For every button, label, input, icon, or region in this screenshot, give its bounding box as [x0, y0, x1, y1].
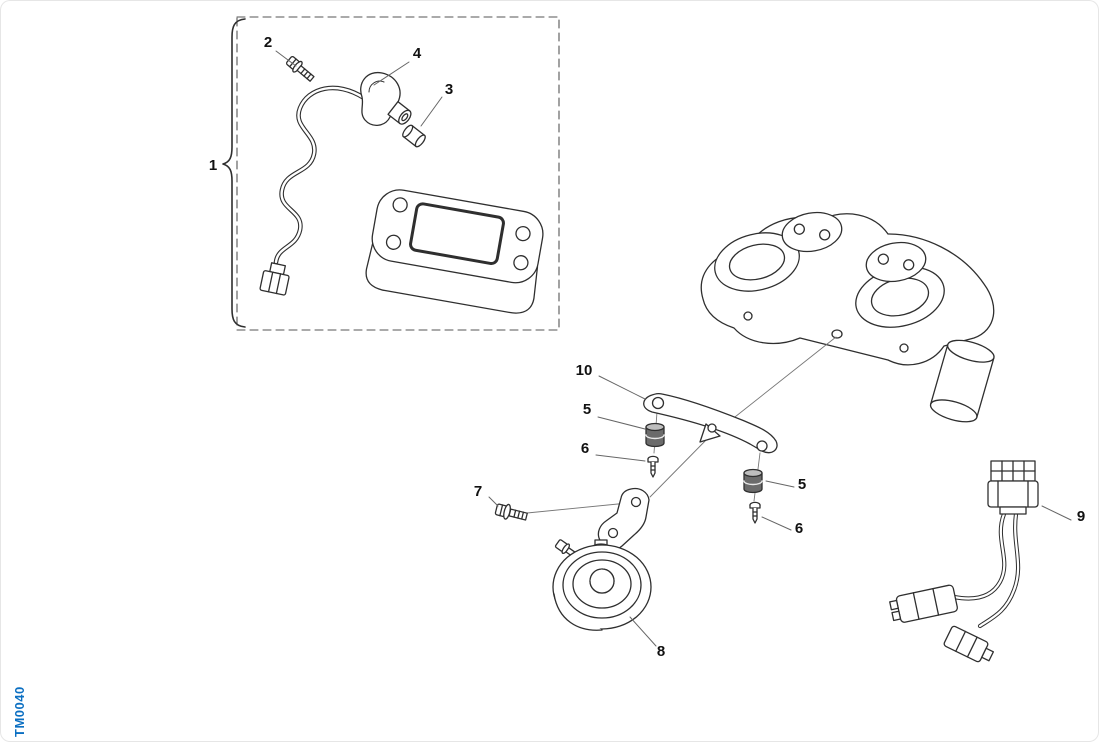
- clamp-mount-hole: [831, 329, 843, 339]
- bushing-part-3: [402, 124, 426, 148]
- harness-wires: [951, 511, 1021, 629]
- callout-6a: 6: [581, 440, 589, 457]
- callout-10: 10: [576, 362, 593, 379]
- speed-sensor-part-4: [360, 71, 412, 126]
- assembly-alignment-lines: [526, 336, 837, 514]
- callout-9: 9: [1077, 508, 1085, 525]
- triple-clamp: [700, 211, 995, 423]
- harness-connector-end: [943, 625, 995, 663]
- kit-boundary-box: [236, 16, 560, 331]
- callout-8: 8: [657, 643, 665, 660]
- bolt-part-7: [494, 503, 528, 521]
- instrument-display: [365, 189, 544, 314]
- support-bracket-assembly: [494, 336, 837, 552]
- callout-leader-lines: [275, 50, 1072, 647]
- cluster-kit-group: [222, 16, 560, 331]
- callout-5b: 5: [798, 476, 806, 493]
- harness-connector-top: [987, 460, 1039, 515]
- callout-1: 1: [209, 157, 217, 174]
- wiring-harness-part-9: [889, 460, 1039, 663]
- instrument-bracket-part-10: [643, 392, 778, 454]
- cluster-cable-connector: [259, 262, 290, 296]
- harness-connector-mid: [889, 584, 958, 623]
- fork-tube-stub: [929, 339, 995, 423]
- horn-part-8: [552, 539, 652, 631]
- drawing-code-watermark: TM0040: [12, 686, 27, 737]
- fork-clamp-ring-left: [714, 232, 800, 292]
- callout-labels: 1 2 3 4 5 5 6 6 7 8 9 10: [209, 34, 1085, 660]
- handlebar-riser-left: [781, 211, 843, 253]
- callout-7: 7: [474, 483, 482, 500]
- rubber-damper-part-5b: [743, 468, 763, 494]
- handlebar-riser-right: [865, 241, 927, 283]
- callout-4: 4: [413, 45, 422, 62]
- screw-part-6a: [647, 455, 659, 478]
- callout-2: 2: [264, 34, 272, 51]
- callout-5a: 5: [583, 401, 591, 418]
- kit-brace: [222, 18, 246, 328]
- callout-3: 3: [445, 81, 453, 98]
- screw-part-2: [285, 55, 315, 82]
- callout-6b: 6: [795, 520, 803, 537]
- screw-part-6b: [749, 501, 761, 524]
- rubber-damper-part-5a: [645, 422, 665, 448]
- sensor-cable: [273, 85, 367, 265]
